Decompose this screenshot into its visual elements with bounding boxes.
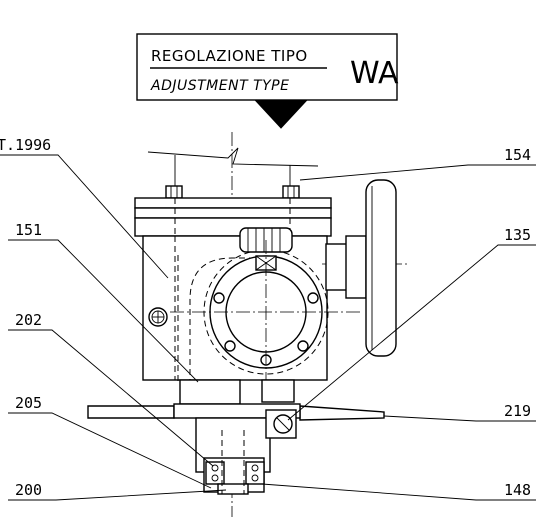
callout-200: 200 [15,481,42,499]
side-screw [148,307,168,327]
leader-lines [0,154,536,501]
pointer-arrow [253,99,309,129]
break-line [147,147,319,188]
adjustment-code: WA [350,56,399,91]
handwheel [325,179,397,357]
top-bolts [165,185,300,199]
callout-154: 154 [504,146,531,164]
title-box: REGOLAZIONE TIPO ADJUSTMENT TYPE WA [136,33,399,129]
lower-shaft [195,417,271,495]
callout-top-left: T.1996 [0,136,51,154]
clamp-135 [265,409,297,439]
title-line-2: ADJUSTMENT TYPE [150,78,289,94]
callout-219: 219 [504,402,531,420]
callout-202: 202 [15,311,42,329]
callout-205: 205 [15,394,42,412]
callout-148: 148 [504,481,531,499]
callout-151: 151 [15,221,42,239]
callout-135: 135 [504,226,531,244]
title-line-1: REGOLAZIONE TIPO [151,47,308,65]
cover-plate [134,197,332,237]
base-flange [87,379,385,421]
